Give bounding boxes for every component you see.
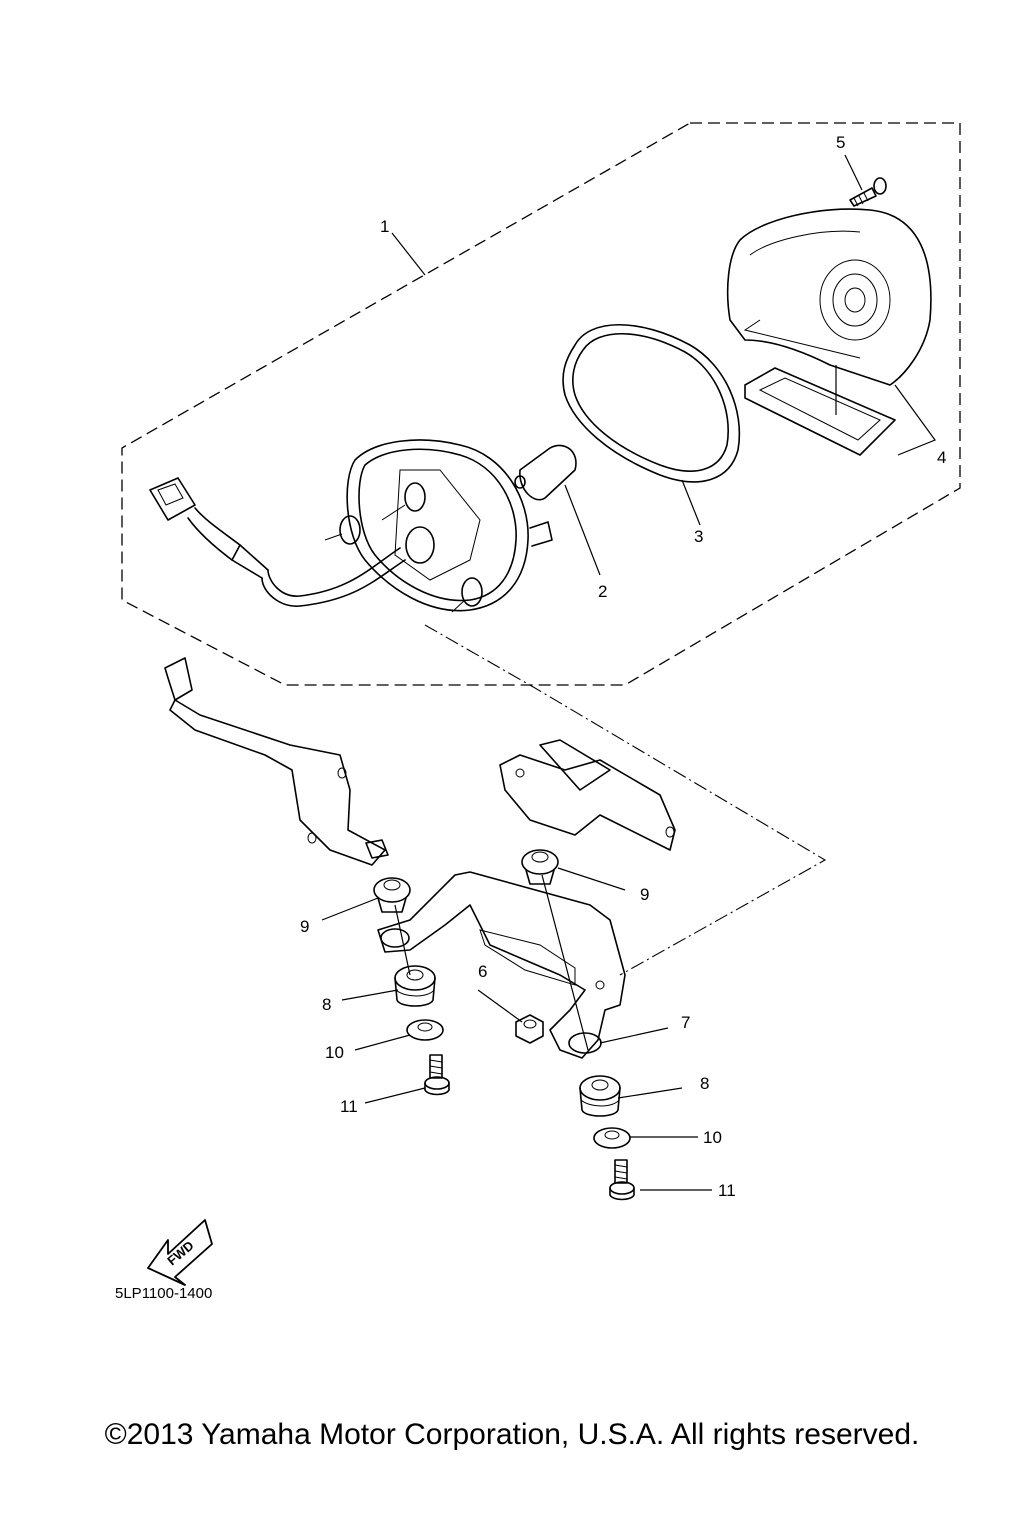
bolt-part-11-left xyxy=(424,1054,450,1096)
callout-11-right: 11 xyxy=(718,1181,736,1200)
left-frame-bracket xyxy=(164,657,389,866)
assembly-boundary xyxy=(121,122,961,686)
washer-part-10-left xyxy=(406,1019,444,1041)
alignment-line xyxy=(424,624,827,976)
bracket-part-7 xyxy=(377,871,626,1059)
lens-part-4 xyxy=(726,208,932,456)
callout-10-left: 10 xyxy=(325,1043,344,1062)
nut-part-6 xyxy=(515,1014,544,1044)
bulb-part-2 xyxy=(514,444,577,501)
callout-9-left: 9 xyxy=(300,917,309,936)
callout-5: 5 xyxy=(836,133,845,152)
callout-9-right: 9 xyxy=(640,885,649,904)
assembly-line-right xyxy=(541,874,589,1051)
callout-10-right: 10 xyxy=(703,1128,722,1147)
diagram-code: 5LP1100-1400 xyxy=(115,1285,212,1302)
callout-1: 1 xyxy=(380,217,389,236)
callout-8-left: 8 xyxy=(322,995,331,1014)
callout-11-left: 11 xyxy=(340,1097,358,1116)
grommet-part-9-left xyxy=(373,877,411,913)
screw-part-5 xyxy=(849,177,887,207)
assembly-line-left xyxy=(394,904,411,976)
callout-2: 2 xyxy=(598,582,607,601)
damper-part-8-left xyxy=(394,965,436,1007)
leader-lines xyxy=(321,154,936,1191)
gasket-part-3 xyxy=(562,323,741,483)
fwd-arrow-icon: FWD xyxy=(147,1219,213,1286)
callout-7: 7 xyxy=(681,1013,690,1032)
washer-part-10-right xyxy=(593,1127,631,1149)
callout-4: 4 xyxy=(937,448,946,467)
callout-8-right: 8 xyxy=(700,1074,709,1093)
copyright-notice: ©2013 Yamaha Motor Corporation, U.S.A. A… xyxy=(104,1418,920,1451)
bolt-part-11-right xyxy=(609,1159,635,1201)
taillight-housing xyxy=(149,439,553,613)
right-frame-bracket xyxy=(499,739,676,851)
grommet-part-9-right xyxy=(521,849,559,885)
callout-6: 6 xyxy=(478,962,487,981)
callout-3: 3 xyxy=(694,527,703,546)
damper-part-8-right xyxy=(579,1075,621,1117)
